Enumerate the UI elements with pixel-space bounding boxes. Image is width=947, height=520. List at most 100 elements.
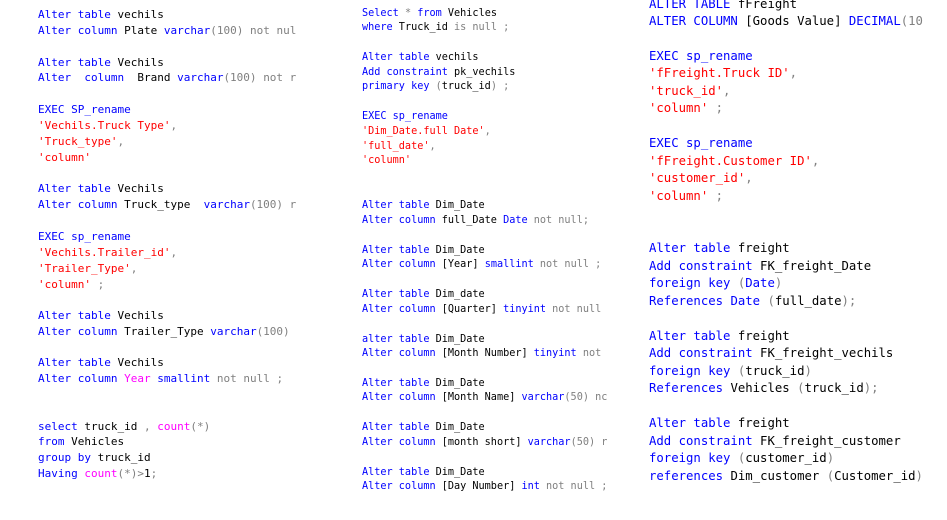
code-token: vechils	[110, 8, 164, 21]
code-token: Dim_customer	[723, 469, 827, 483]
code-line[interactable]: Alter column Brand varchar(100) not r	[0, 71, 296, 84]
code-line[interactable]: where Truck_id is null ;	[330, 22, 509, 33]
code-line[interactable]: Alter table freight	[640, 416, 790, 430]
code-line[interactable]: 'Trailer_Type',	[0, 262, 137, 275]
code-line[interactable]: Alter column Truck_type varchar(100) r	[0, 198, 296, 211]
code-line[interactable]: 'column'	[330, 155, 411, 166]
code-line[interactable]: EXEC sp_rename	[0, 230, 131, 243]
code-line[interactable]: Alter table Vechils	[0, 56, 164, 69]
code-line[interactable]: 'Vechils.Trailer_id',	[0, 246, 177, 259]
code-line[interactable]: 'truck_id',	[640, 84, 730, 98]
code-token: Truck_type	[117, 198, 204, 211]
code-token: not	[576, 348, 602, 359]
code-line[interactable]: Alter column Plate varchar(100) not nul	[0, 24, 296, 37]
code-line[interactable]: Add constraint FK_freight_vechils	[640, 346, 893, 360]
code-line[interactable]: primary key (truck_id) ;	[330, 81, 509, 92]
code-token: 'column'	[649, 101, 709, 115]
code-token: Dim_Date	[429, 422, 485, 433]
code-line[interactable]: 'Truck_type',	[0, 135, 124, 148]
code-token: Alter column	[38, 198, 118, 211]
code-line[interactable]: References Vehicles (truck_id);	[640, 381, 879, 395]
code-line[interactable]: alter table Dim_Date	[330, 334, 485, 345]
code-token: freight	[730, 329, 790, 343]
code-line[interactable]: Alter table Dim_Date	[330, 200, 485, 211]
code-line[interactable]: 'column' ;	[0, 278, 104, 291]
code-line[interactable]: select truck_id , count(*)	[0, 420, 210, 433]
code-line[interactable]: Alter table Vechils	[0, 309, 164, 322]
code-line[interactable]: Alter column [month short] varchar(50) r	[330, 437, 607, 448]
code-line[interactable]: 'fFreight.Truck ID',	[640, 66, 797, 80]
code-token: foreign key	[649, 451, 731, 465]
code-line[interactable]: Alter table Dim_date	[330, 289, 485, 300]
code-line[interactable]: 'fFreight.Customer ID',	[640, 154, 819, 168]
code-token: truck_id	[804, 381, 864, 395]
code-line[interactable]: Alter table Vechils	[0, 182, 164, 195]
code-line[interactable]: Alter table Vechils	[0, 356, 164, 369]
code-line[interactable]: Having count(*)>1;	[0, 467, 157, 480]
code-token: EXEC sp_rename	[38, 230, 131, 243]
code-line[interactable]: EXEC sp_rename	[330, 111, 448, 122]
code-line[interactable]: Alter table vechils	[330, 52, 479, 63]
code-token: )	[804, 364, 812, 378]
code-line[interactable]: Alter column [Year] smallint not null ;	[330, 259, 601, 270]
code-token: Alter column	[362, 481, 436, 492]
code-line[interactable]: Alter column [Month Name] varchar(50) nc	[330, 392, 607, 403]
code-line[interactable]: Alter table Dim_Date	[330, 245, 485, 256]
code-line[interactable]: ALTER TABLE fFreight	[640, 0, 797, 11]
code-line[interactable]: Alter table freight	[640, 329, 790, 343]
code-token: tinyint	[533, 348, 577, 359]
code-line[interactable]: Alter table freight	[640, 241, 790, 255]
code-line[interactable]: ALTER COLUMN [Goods Value] DECIMAL(10	[640, 14, 923, 28]
code-line[interactable]: foreign key (customer_id)	[640, 451, 834, 465]
code-line[interactable]: Select * from Vehicles	[330, 8, 497, 19]
code-line[interactable]: 'column' ;	[640, 189, 723, 203]
code-line[interactable]: EXEC sp_rename	[640, 49, 753, 63]
code-token: )	[915, 469, 923, 483]
code-line[interactable]: Add constraint FK_freight_Date	[640, 259, 871, 273]
code-line[interactable]: group by truck_id	[0, 451, 151, 464]
code-line[interactable]: Alter table Dim_Date	[330, 378, 485, 389]
code-token: Vechils	[110, 182, 164, 195]
code-line[interactable]: 'column'	[0, 151, 91, 164]
code-line[interactable]: 'column' ;	[640, 101, 723, 115]
code-token: Alter table	[362, 378, 430, 389]
code-pane-middle[interactable]: Select * from Vehicles where Truck_id is …	[330, 0, 630, 520]
code-line[interactable]: from Vehicles	[0, 435, 124, 448]
code-line[interactable]: EXEC SP_rename	[0, 103, 131, 116]
code-line[interactable]: foreign key (truck_id)	[640, 364, 812, 378]
code-line[interactable]: 'customer_id',	[640, 171, 753, 185]
code-token: (10	[900, 14, 923, 28]
code-line[interactable]: Add constraint FK_freight_customer	[640, 434, 901, 448]
code-line[interactable]: 'Vechils.Truck Type',	[0, 119, 177, 132]
code-line[interactable]: 'full_date',	[330, 141, 436, 152]
code-line[interactable]: Alter column Trailer_Type varchar(100)	[0, 325, 290, 338]
code-token: not null;	[527, 215, 589, 226]
code-token: (50) r	[570, 437, 608, 448]
code-line[interactable]: Alter column full_Date Date not null;	[330, 215, 589, 226]
code-line[interactable]: Alter table Dim_Date	[330, 422, 485, 433]
code-token: Alter table	[362, 467, 430, 478]
code-token: Vehicles	[441, 8, 497, 19]
code-line[interactable]: Alter column [Day Number] int not null ;	[330, 481, 607, 492]
code-line[interactable]: Alter table Dim_Date	[330, 467, 485, 478]
code-line[interactable]: Alter column [Quarter] tinyint not null	[330, 304, 601, 315]
code-line[interactable]: 'Dim_Date.full Date',	[330, 126, 491, 137]
code-line[interactable]: Alter column Year smallint not null ;	[0, 372, 283, 385]
code-line[interactable]: Alter column [Month Number] tinyint not	[330, 348, 601, 359]
code-token: freight	[730, 416, 790, 430]
code-line[interactable]: EXEC sp_rename	[640, 136, 753, 150]
code-token: Alter table	[38, 182, 111, 195]
code-line[interactable]: References Date (full_date);	[640, 294, 856, 308]
code-token: DECIMAL	[848, 14, 901, 28]
code-token: );	[841, 294, 857, 308]
code-line[interactable]: Alter table vechils	[0, 8, 164, 21]
code-token: Dim_Date	[429, 245, 485, 256]
code-token: 'column'	[649, 189, 709, 203]
code-line[interactable]: references Dim_customer (Customer_id)	[640, 469, 923, 483]
code-token: Dim_Date	[429, 334, 485, 345]
code-line[interactable]: foreign key (Date)	[640, 276, 782, 290]
code-token: Alter table	[362, 52, 430, 63]
code-line[interactable]: Add constraint pk_vechils	[330, 67, 515, 78]
